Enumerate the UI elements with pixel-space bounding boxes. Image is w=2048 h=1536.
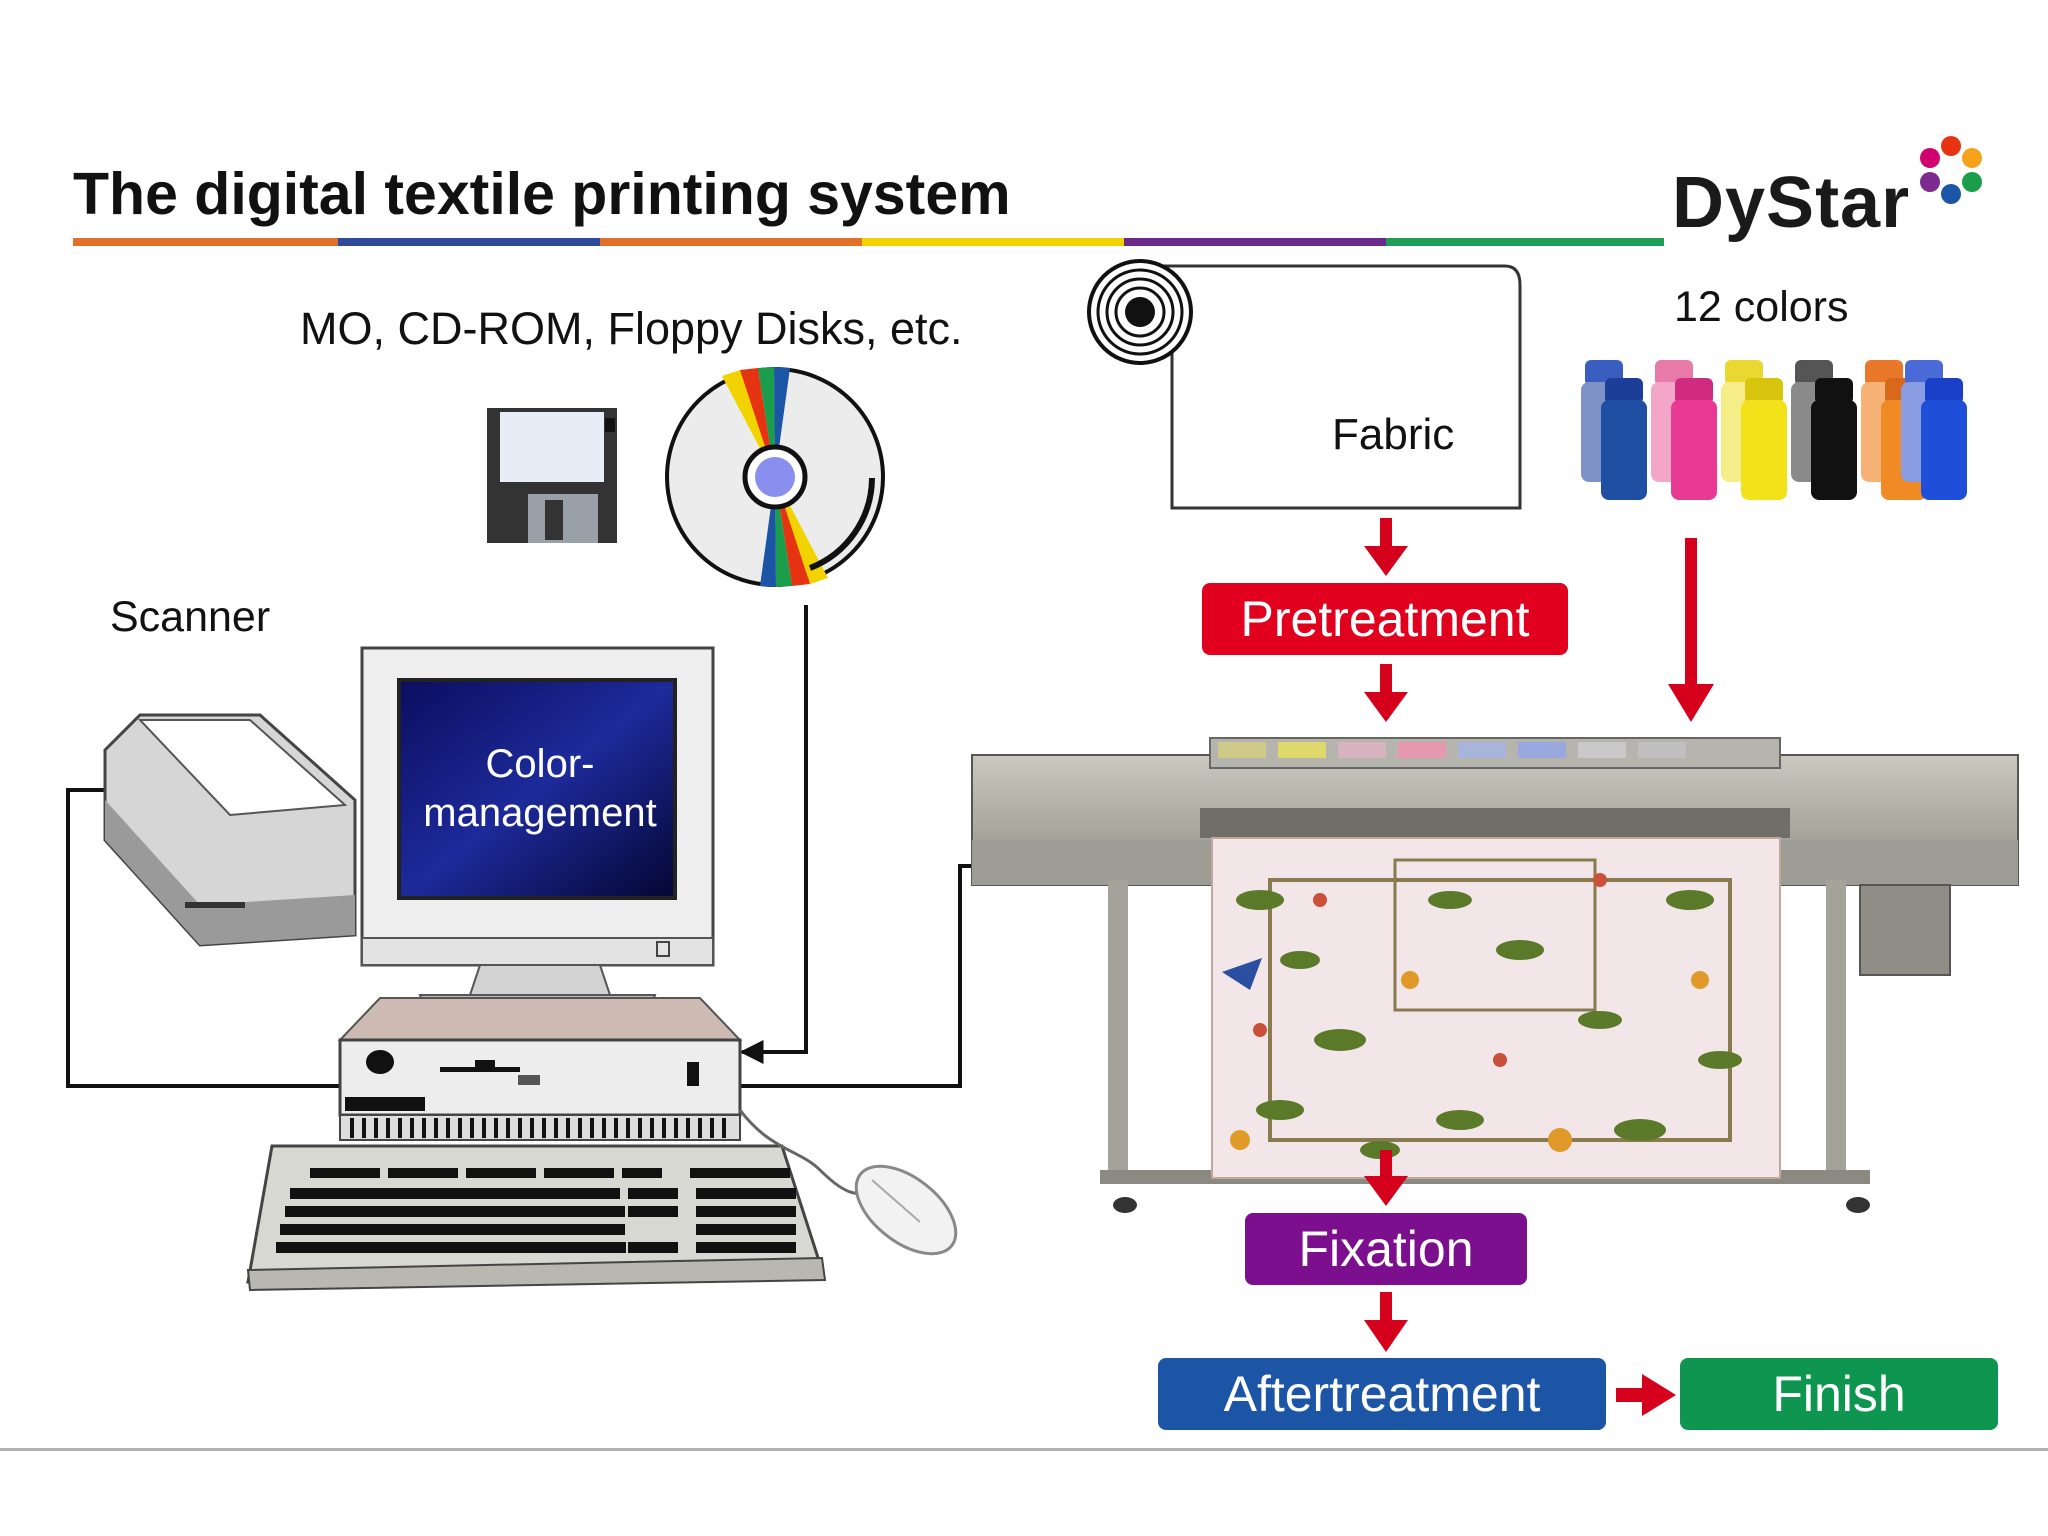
color-management-label: Color-management [423, 742, 657, 835]
scanner-icon [103, 713, 357, 947]
printer-icon [971, 737, 2019, 1213]
pretreatment-step: Pretreatment [1202, 583, 1568, 655]
keyboard-icon [246, 1144, 827, 1292]
arrow-aftertreatment-to-finish [1616, 1374, 1676, 1416]
scanner-label: Scanner [110, 593, 271, 641]
computer-tower-icon [337, 997, 743, 1141]
process-arrows [1364, 518, 1714, 1416]
cd-connection-line [739, 605, 808, 1064]
aftertreatment-step: Aftertreatment [1158, 1358, 1606, 1430]
mouse-icon [738, 1109, 958, 1256]
arrow-fixation-to-aftertreatment [1364, 1292, 1408, 1352]
page-title: The digital textile printing system [73, 161, 1011, 227]
arrow-pretreatment-to-printer [1364, 664, 1408, 722]
media-label: MO, CD-ROM, Floppy Disks, etc. [300, 303, 963, 354]
cd-rom-icon [665, 367, 885, 587]
colors-label: 12 colors [1674, 283, 1849, 331]
bottom-rule [0, 1448, 2048, 1451]
logo-text: DyStar [1672, 163, 1911, 243]
printer-connection-line [735, 864, 978, 1088]
ink-bottles-icon [1581, 360, 1967, 500]
fixation-step: Fixation [1245, 1213, 1527, 1285]
scanner-connection-line [66, 788, 345, 1088]
title-rule [73, 238, 1664, 246]
arrow-printer-to-fixation [1364, 1150, 1408, 1206]
floppy-disk-icon [487, 408, 617, 543]
monitor-icon [360, 646, 715, 1011]
fabric-roll-icon [1087, 259, 1522, 510]
arrow-inks-to-printer [1668, 538, 1714, 722]
arrow-fabric-to-pretreatment [1364, 518, 1408, 576]
fabric-label: Fabric [1332, 410, 1455, 459]
finish-step: Finish [1680, 1358, 1998, 1430]
dystar-logo-icon [1920, 136, 1982, 204]
